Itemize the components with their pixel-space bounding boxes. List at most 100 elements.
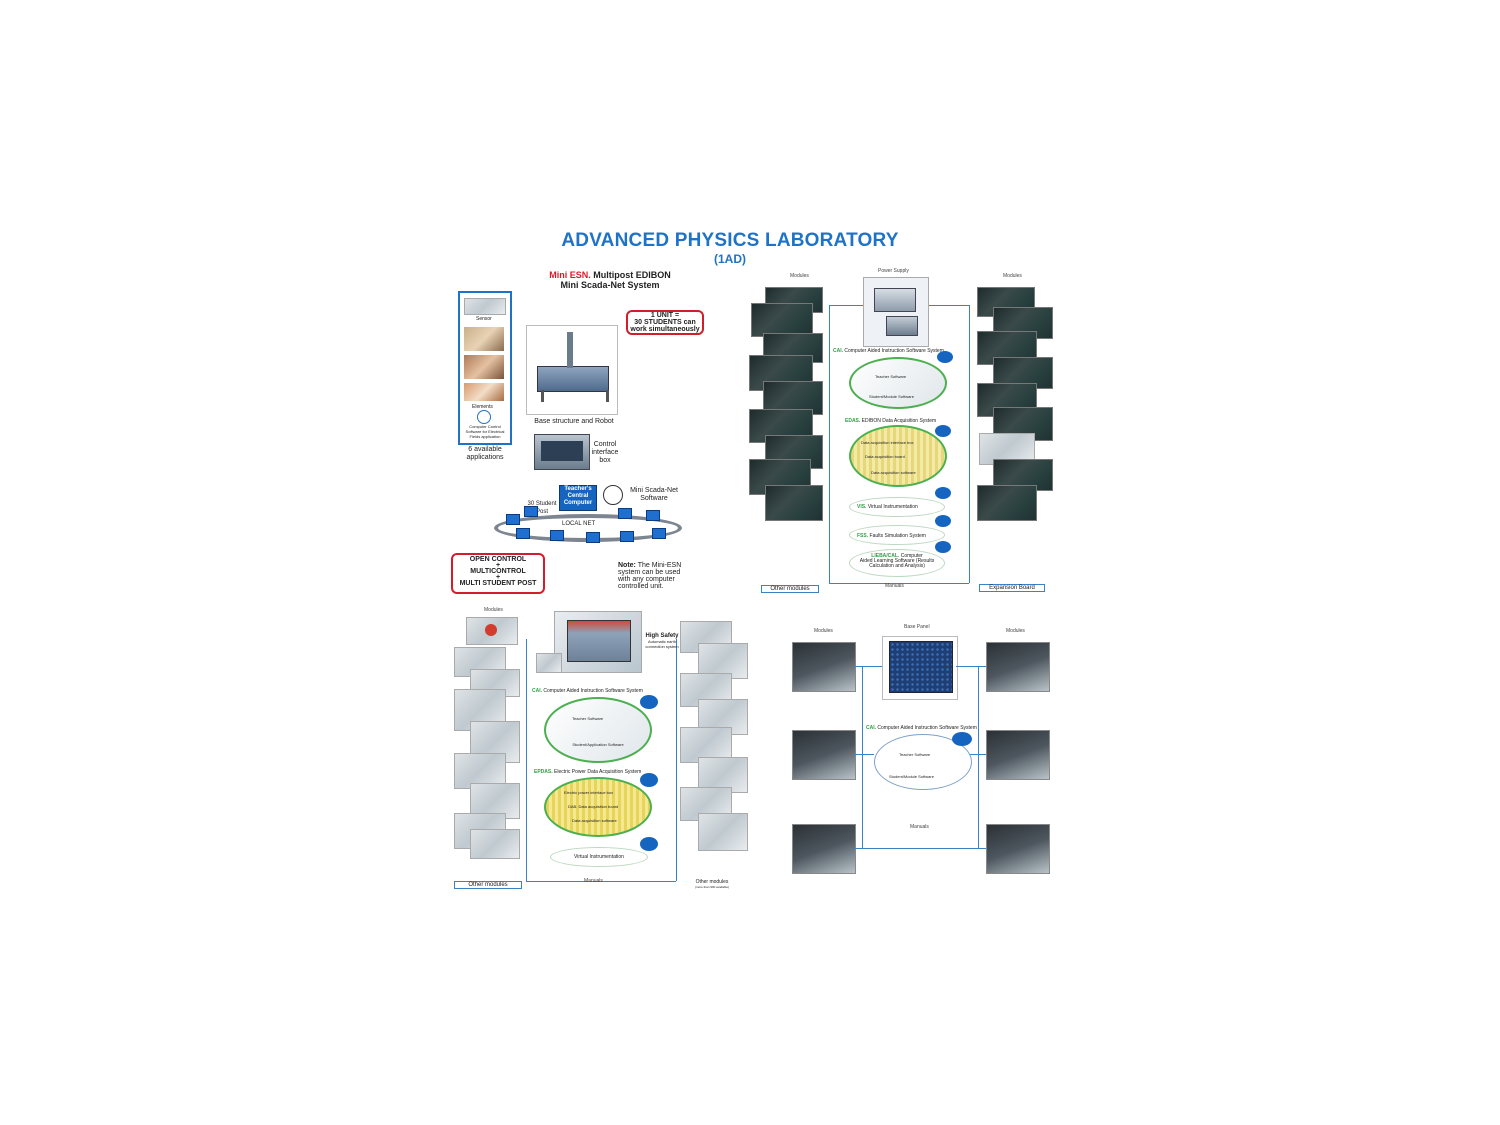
q2-fss-text: Faults Simulation System: [869, 533, 926, 539]
q4-cai-bubble: [952, 732, 972, 746]
q3-high-safety: High Safety Automatic earth connection s…: [642, 633, 682, 649]
q3-teacher-sw: Teacher Software: [572, 716, 604, 721]
q1-monitor: [524, 506, 538, 517]
q1-note-1: The Mini-ESN: [637, 562, 682, 569]
q2-daq-box: Data acquisition interface box: [861, 440, 914, 445]
q4-link-top-right: [956, 666, 986, 667]
q2-lieba-prefix: LIEBA/CAL.: [871, 553, 900, 559]
q4-modules-right-label: Modules: [1006, 628, 1025, 634]
q3-student-sw: Student/Application Software: [572, 742, 624, 747]
q1-control-panel: [541, 441, 583, 461]
q1-software-disc-icon: [603, 485, 623, 505]
q1-control-2: interface: [591, 449, 619, 456]
q1-teacher-3: Computer: [563, 500, 593, 506]
q4-link-top-left: [854, 666, 882, 667]
q3-bottom-link: [526, 881, 676, 882]
q3-epdas-board: DAB. Data acquisition board: [568, 804, 619, 809]
q2-other-modules: Other modules: [761, 585, 819, 593]
q3-epdas-prefix: EPDAS.: [534, 769, 553, 775]
q1-unit-line2: 30 STUDENTS can: [634, 319, 696, 326]
q4-left-bus: [862, 666, 863, 848]
q3-diagram: Modules High Safety Automatic earth conn…: [450, 603, 750, 893]
q1-photo-2: [464, 355, 504, 379]
q1-software-caption: Computer Control Software for Electrical…: [465, 424, 505, 439]
q2-left-modules: [749, 283, 823, 521]
q4-module-case: [986, 824, 1050, 874]
q4-link-mid-left: [854, 754, 874, 755]
q1-monitor: [652, 528, 666, 539]
q3-cai-text: Computer Aided Instruction Software Syst…: [543, 688, 643, 694]
q1-unit-line1: 1 UNIT =: [650, 312, 680, 319]
q1-note-3: with any computer: [618, 576, 675, 583]
q2-lieba-bubble: [935, 541, 951, 553]
page-title: ADVANCED PHYSICS LABORATORY: [561, 230, 899, 251]
q2-fss-label: FSS. Faults Simulation System: [857, 532, 926, 540]
q2-ps-unit2: [886, 316, 918, 336]
q4-right-bus: [978, 666, 979, 848]
q2-cai-ellipse: Teacher Software Student/Module Software: [849, 357, 947, 409]
q4-base-panel-photo: [882, 636, 958, 700]
q1-software-2: Software: [640, 495, 668, 502]
q3-epdas-title: EPDAS. Electric Power Data Acquisition S…: [534, 768, 684, 776]
q1-available-label: 6 available applications: [460, 446, 510, 462]
q2-module-photo: [751, 303, 813, 337]
q2-lieba-1: Computer: [900, 553, 923, 559]
q2-student-sw: Student/Module Software: [869, 394, 914, 399]
q2-modules-left-label: Modules: [790, 273, 809, 279]
q4-base-panel-label: Base Panel: [904, 624, 930, 630]
q1-open-control-box: OPEN CONTROL + MULTICONTROL + MULTI STUD…: [451, 553, 545, 594]
q1-sensor-photo: [464, 298, 506, 315]
q3-other-modules-right: Other modules (more than 900 available): [682, 880, 742, 890]
q4-link-mid-right: [970, 754, 986, 755]
q1-open-4: +: [495, 574, 501, 581]
q2-bottom-link: [829, 583, 969, 584]
q1-software-icon: [477, 410, 491, 424]
q1-teacher-computer: Teacher's Central Computer: [559, 485, 597, 511]
q1-unit-line3: work simultaneously: [630, 326, 700, 333]
q1-robot-frame: [537, 366, 609, 392]
q3-module-photo: [698, 813, 748, 851]
q1-open-1: OPEN CONTROL: [469, 556, 527, 563]
q1-monitor: [620, 531, 634, 542]
q1-teacher-1: Teacher's: [564, 486, 592, 492]
q1-robot-photo: [526, 325, 618, 415]
q2-module-photo: [977, 485, 1037, 521]
q4-manuals: Manuals: [910, 824, 929, 830]
q1-open-3: MULTICONTROL: [470, 568, 526, 575]
q2-vis-ellipse: [849, 497, 945, 517]
q2-daq-board: Data acquisition board: [865, 454, 905, 459]
q1-sensor-label: Sensor: [476, 316, 492, 322]
q3-module-photo: [466, 617, 518, 645]
page-subtitle: (1AD): [714, 252, 746, 266]
q2-edas-title: EDAS. EDIBON Data Acquisition System: [845, 417, 985, 425]
q1-elements-label: Elements: [472, 404, 493, 410]
q4-module-case: [986, 730, 1050, 780]
q2-vis-label: VIS. Virtual Instrumentation: [857, 503, 918, 511]
q1-monitor: [506, 514, 520, 525]
q1-heading-line2: Mini Scada-Net System: [560, 280, 660, 290]
q1-monitor: [618, 508, 632, 519]
q1-unit-box: 1 UNIT = 30 STUDENTS can work simultaneo…: [626, 310, 704, 335]
q1-heading: Mini ESN. Multipost EDIBON Mini Scada-Ne…: [520, 270, 700, 290]
q3-vis-ellipse: [550, 847, 648, 867]
q3-main-unit-photo: [554, 611, 642, 673]
q2-edas-prefix: EDAS.: [845, 418, 861, 424]
q1-robot-legs: [541, 390, 609, 402]
q1-monitor: [646, 510, 660, 521]
q2-cai-prefix: CAI.: [833, 348, 843, 354]
q2-right-modules: [975, 283, 1053, 521]
q1-note-label: Note:: [618, 562, 636, 569]
q4-diagram: Modules Base Panel Modules CAI. Computer…: [786, 622, 1054, 878]
q2-power-supply-label: Power Supply: [878, 268, 909, 274]
q2-edas-bubble: [935, 425, 951, 437]
q2-fss-prefix: FSS.: [857, 533, 869, 539]
q1-control-3: box: [599, 457, 611, 464]
q2-diagram: Modules Power Supply Modules CAI. Co: [745, 265, 1055, 595]
q4-module-case: [792, 642, 856, 692]
q1-student-2: Post: [535, 509, 548, 515]
q2-right-bus: [969, 305, 970, 583]
q2-edas-text: EDIBON Data Acquisition System: [861, 418, 937, 424]
q3-left-bus: [526, 639, 527, 881]
q3-vis-bubble: [640, 837, 658, 851]
q3-manuals: Manuals: [584, 878, 603, 884]
